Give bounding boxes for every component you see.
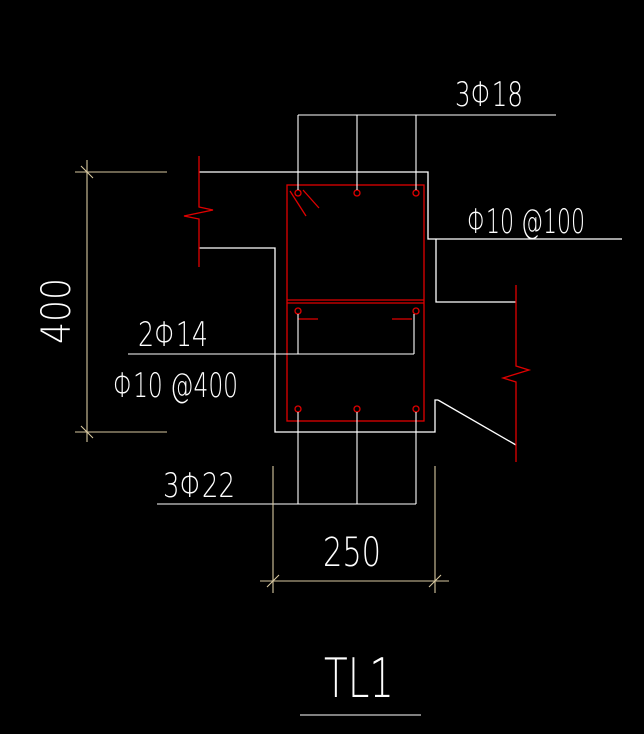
- stirrup-spec-label: Φ10 @100: [467, 202, 585, 242]
- right-step-outline: [435, 239, 516, 303]
- break-symbols: [183, 156, 532, 462]
- side-bar: [412, 307, 420, 315]
- tie-spec-label: Φ10 @400: [113, 366, 238, 406]
- side-bars-label: 2Φ14: [138, 315, 208, 355]
- height-dim-label: 400: [34, 278, 80, 344]
- left-lower-outline: [199, 247, 438, 433]
- bottom-bars-label: 3Φ22: [163, 466, 235, 506]
- top-bar: [294, 189, 302, 197]
- beam-title: TL1: [324, 647, 394, 710]
- leader-lines: [128, 114, 556, 716]
- side-bar: [294, 307, 302, 315]
- top-bar: [412, 189, 420, 197]
- concrete-outline: [199, 171, 622, 446]
- haunch-outline: [437, 399, 517, 446]
- stirrup-hook-2: [302, 189, 320, 209]
- width-tick-left: [266, 574, 280, 588]
- top-bars-label: 3Φ18: [455, 75, 523, 115]
- bottom-bar: [412, 405, 420, 413]
- width-tick-right: [428, 574, 442, 588]
- left-slab-outline: [199, 171, 622, 240]
- width-dim-label: 250: [323, 530, 381, 576]
- height-tick-top: [80, 165, 94, 179]
- bottom-bar: [353, 405, 361, 413]
- stirrups: [286, 184, 425, 422]
- left-break-line: [183, 156, 214, 267]
- rebar-dots: [294, 189, 420, 413]
- bottom-bar: [294, 405, 302, 413]
- stirrup-hook-1: [289, 190, 307, 217]
- top-bar: [353, 189, 361, 197]
- height-tick-bottom: [80, 425, 94, 439]
- right-break-line: [500, 285, 532, 462]
- dimension-lines: [75, 160, 449, 593]
